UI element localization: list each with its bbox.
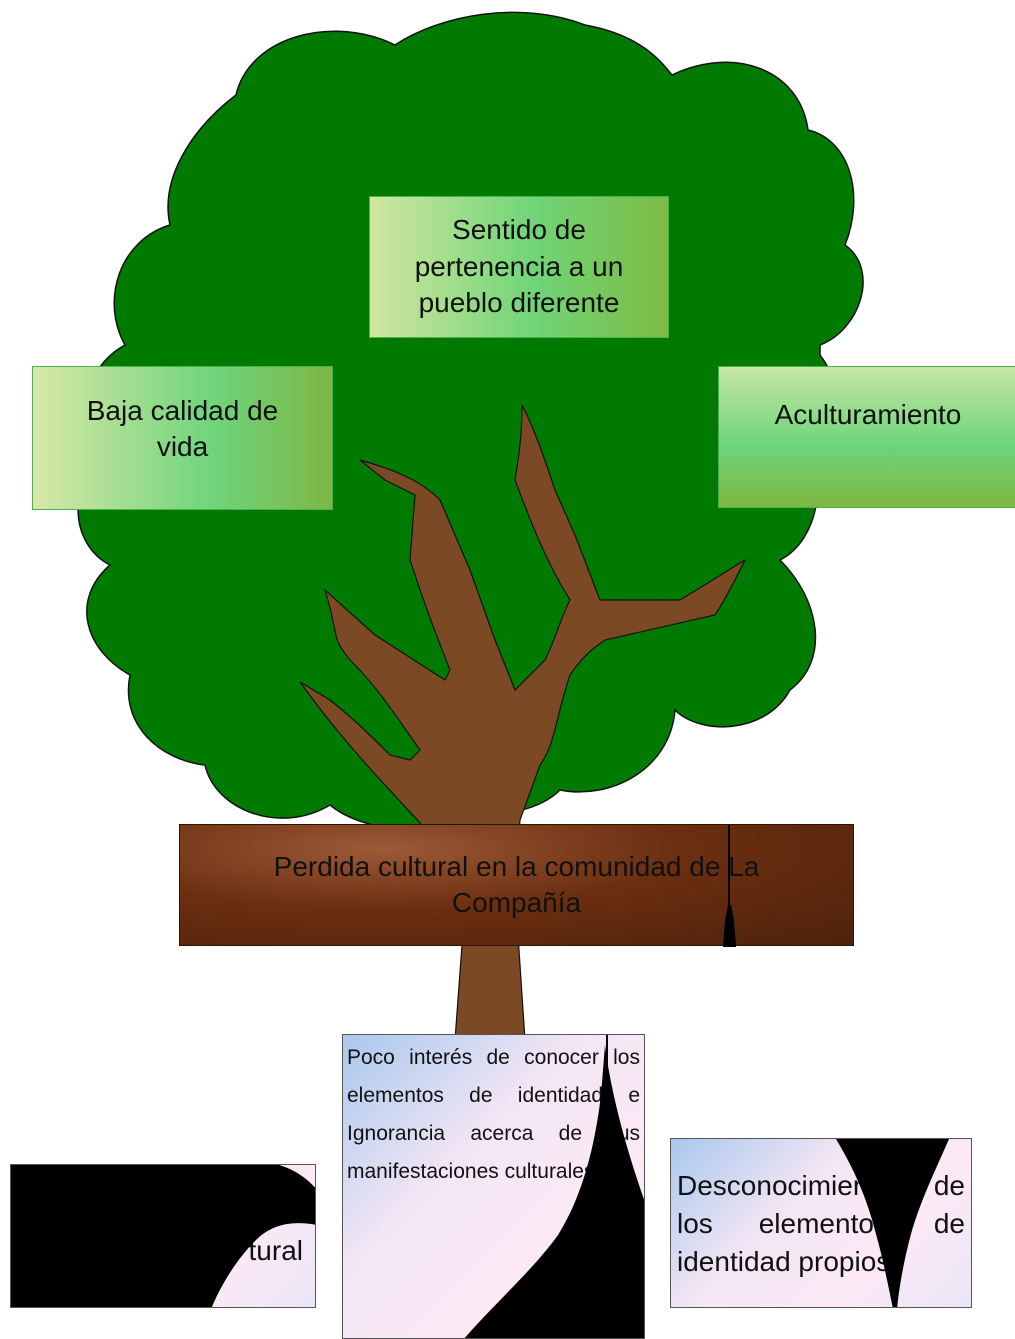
effect-top-label: Sentido de pertenencia a un pueblo difer… [414,214,624,319]
effect-left-label: Baja calidad de vida [86,395,279,463]
cause-box-center: Poco interés de conocer los elementos de… [342,1034,645,1339]
central-problem-box: Perdida cultural en la comunidad de La C… [179,824,854,947]
central-problem-label: Perdida cultural en la comunidad de La C… [273,850,760,918]
effect-box-top: Sentido de pertenencia a un pueblo difer… [369,196,669,338]
cause-box-right: Desconocimiento de los elementos de iden… [670,1138,972,1308]
cause-left-label: tural [248,1235,303,1266]
cause-center-label: Poco interés de conocer los elementos de… [347,1046,640,1183]
effect-right-label: Aculturamiento [774,399,962,430]
cause-right-label: Desconocimiento de los elementos de iden… [677,1170,965,1277]
effect-box-right: Aculturamiento [718,366,1015,508]
tree-trunk [299,404,747,1041]
cause-box-left: tural [10,1164,316,1308]
effect-box-left: Baja calidad de vida [32,366,333,510]
